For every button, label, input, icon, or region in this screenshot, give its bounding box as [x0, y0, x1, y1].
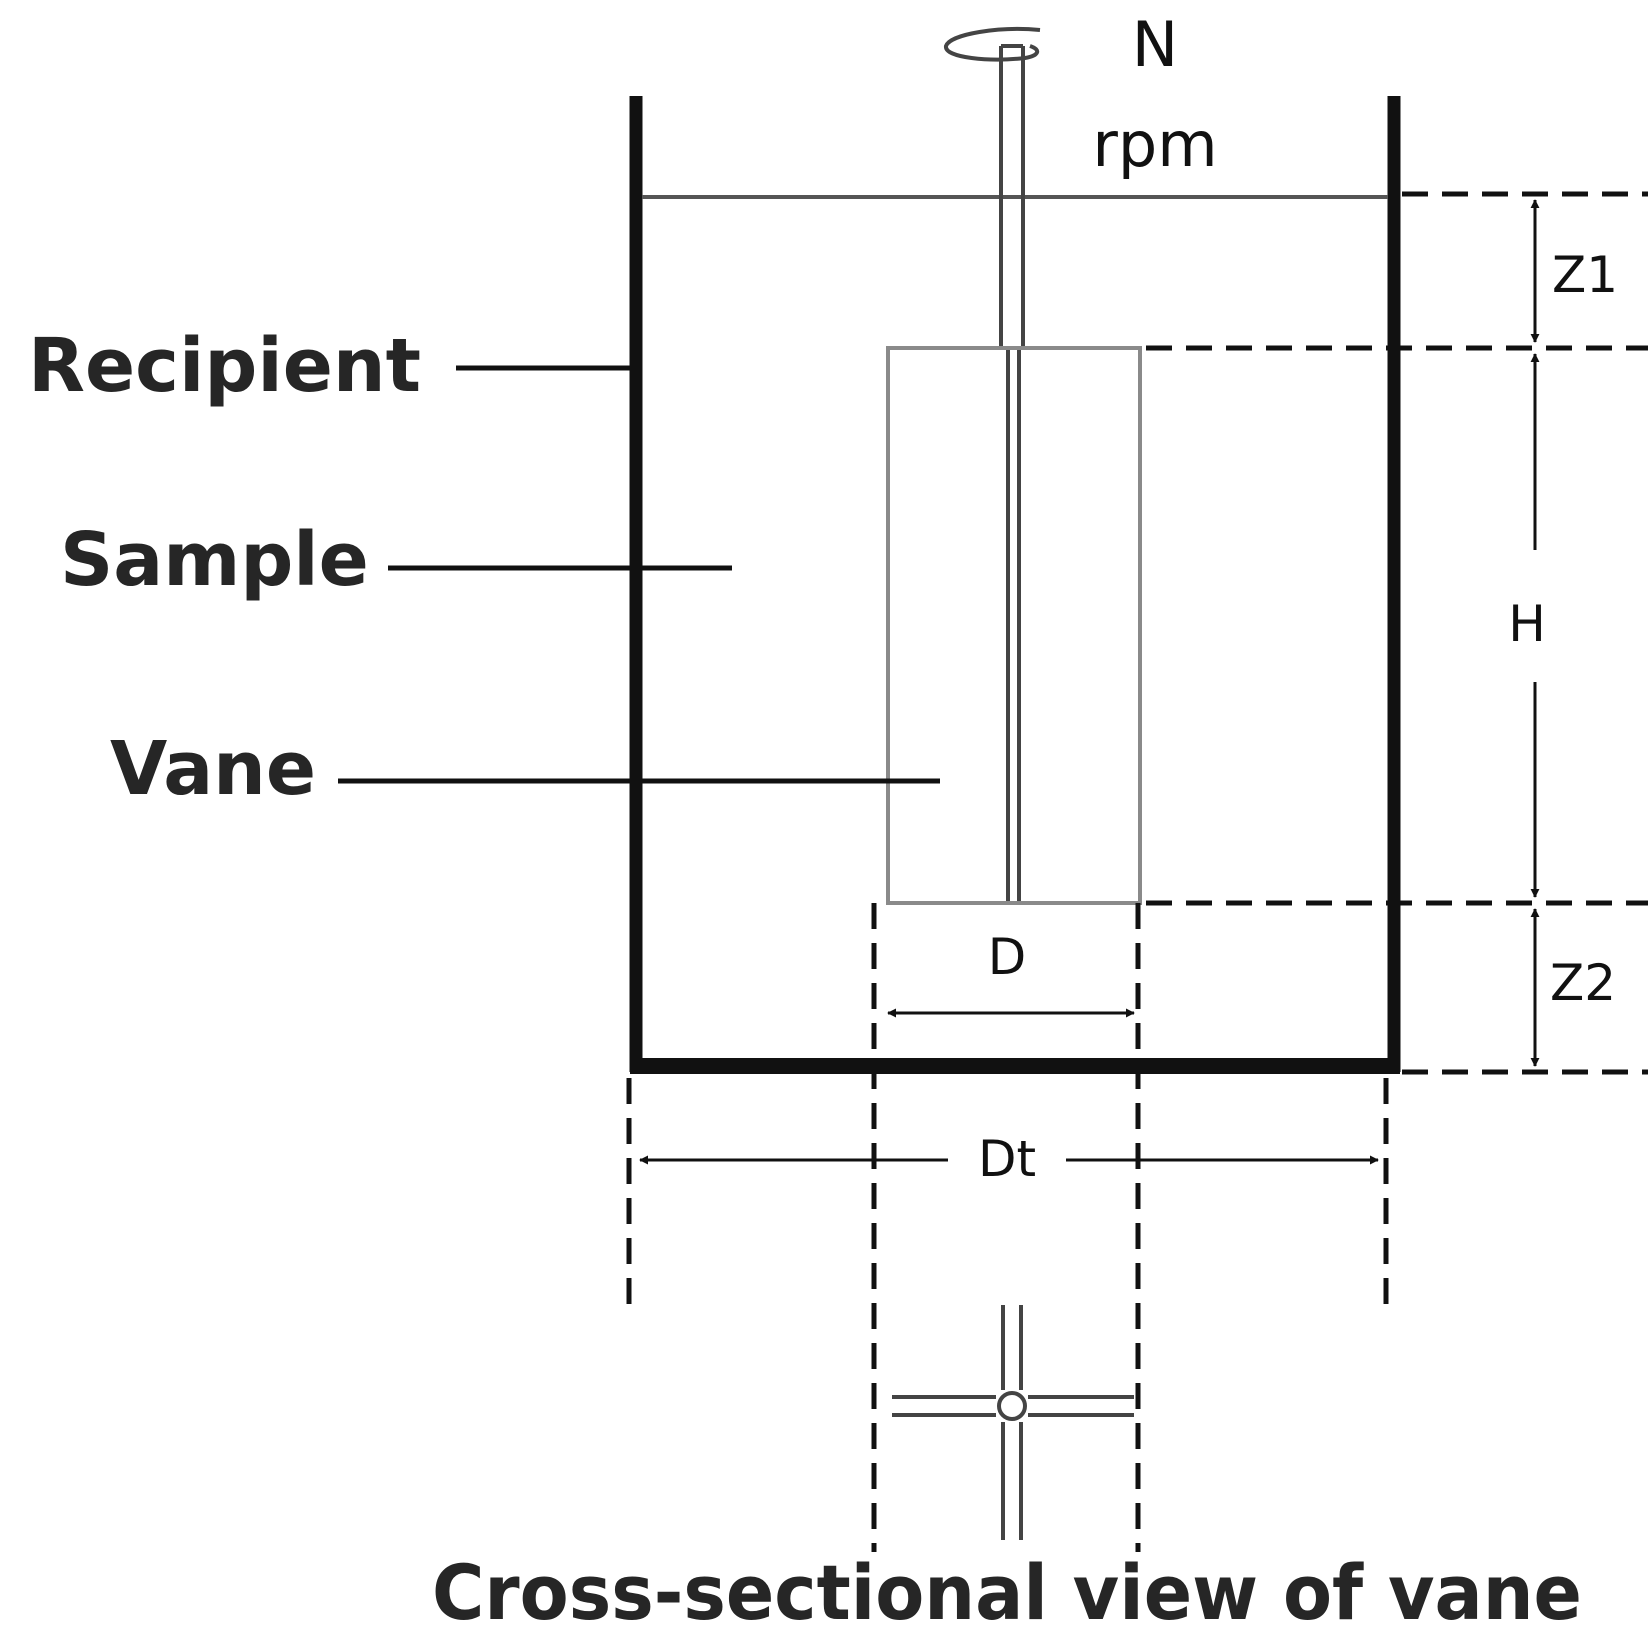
reference-lines	[1146, 191, 1648, 1075]
recipient-container	[629, 96, 1401, 1074]
label-leaders	[338, 365, 940, 784]
vane-cross-section	[892, 1305, 1134, 1540]
h-label: H	[1508, 595, 1546, 653]
recipient-label: Recipient	[28, 323, 421, 409]
vane-outline	[886, 346, 1142, 905]
dt-label: Dt	[978, 1130, 1036, 1188]
d-label: D	[988, 928, 1027, 986]
z2-label: Z2	[1550, 954, 1616, 1012]
rotation-arrow-icon	[944, 26, 1041, 62]
extension-lines	[626, 903, 1389, 1552]
cross-section-hub	[997, 1391, 1027, 1421]
z1-label: Z1	[1552, 246, 1618, 304]
sample-label: Sample	[60, 517, 369, 603]
vane-label: Vane	[110, 726, 316, 812]
vane-shaft	[999, 44, 1025, 903]
cross-section-caption: Cross-sectional view of vane	[432, 1548, 1582, 1637]
rotation-unit-label: rpm	[1092, 108, 1217, 181]
rotation-speed-label: N	[1132, 8, 1178, 81]
